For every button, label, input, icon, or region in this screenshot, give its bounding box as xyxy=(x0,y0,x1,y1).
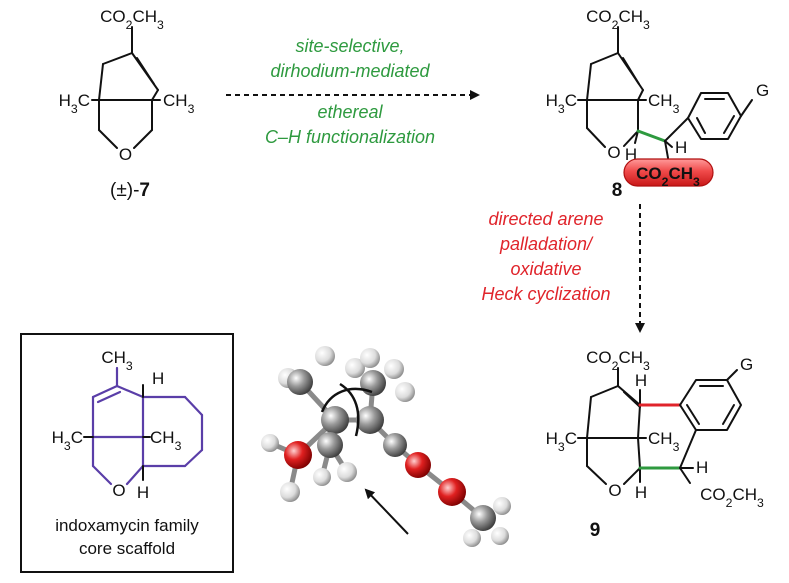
indoxamycin-h-top: H xyxy=(152,369,164,388)
hydrogen-atom xyxy=(360,348,380,368)
compound-9-ester-bottom: CO2CH3 xyxy=(700,485,764,510)
hydrogen-atom xyxy=(315,346,335,366)
compound-9-h-right: H xyxy=(696,458,708,477)
compound-9-substituent-g: G xyxy=(740,355,753,374)
hydrogen-atom xyxy=(345,358,365,378)
compound-9-h-bottom: H xyxy=(635,483,647,502)
steric-clash-arc-2 xyxy=(339,382,360,437)
ball-and-stick-model xyxy=(261,346,511,547)
ester-highlight-pill xyxy=(623,158,714,187)
hydrogen-atom xyxy=(313,468,331,486)
carbon-atom xyxy=(470,505,496,531)
compound-8-substituent-g: G xyxy=(756,81,769,100)
carbon-atom xyxy=(321,406,349,434)
reaction-arrow-1: site-selective, dirhodium-mediated ether… xyxy=(226,36,480,147)
compound-8: CO2CH3 H3C CH3 O H H CO2CH3 G 8 xyxy=(546,7,770,201)
compound-7-bonds xyxy=(91,26,161,149)
compound-7-ester: CO2CH3 xyxy=(100,7,164,32)
oxygen-atom xyxy=(438,478,466,506)
oxygen-atom xyxy=(284,441,312,469)
arrow-1-line-1: site-selective, xyxy=(295,36,404,56)
reaction-arrow-2: directed arene palladation/ oxidative He… xyxy=(481,204,645,333)
hydrogen-atom xyxy=(337,462,357,482)
carbon-atom xyxy=(287,369,313,395)
compound-8-highlighted-ester: CO2CH3 xyxy=(636,164,700,189)
compound-7-methyl-left: H3C xyxy=(59,91,90,116)
carbon-atom xyxy=(360,370,386,396)
steric-clash-arc-1 xyxy=(320,387,373,413)
model-atoms xyxy=(261,346,511,547)
hydrogen-atom xyxy=(493,497,511,515)
hydrogen-atom xyxy=(384,359,404,379)
arrow-2-line-3: oxidative xyxy=(510,259,581,279)
carbon-atom xyxy=(383,433,407,457)
carbon-atom xyxy=(317,432,343,458)
indoxamycin-methyl-left: H3C xyxy=(52,428,83,453)
hydrogen-atom xyxy=(280,482,300,502)
indoxamycin-oxygen: O xyxy=(112,481,125,500)
compound-9-h-top: H xyxy=(635,371,647,390)
indoxamycin-h-bottom: H xyxy=(137,483,149,502)
arrow-2-line-4: Heck cyclization xyxy=(481,284,610,304)
indoxamycin-caption-line-2: core scaffold xyxy=(79,539,175,558)
arrow-1-line-4: C–H functionalization xyxy=(265,127,435,147)
oxygen-atom xyxy=(405,452,431,478)
arrow-1-line-2: dirhodium-mediated xyxy=(270,61,430,81)
compound-8-oxygen: O xyxy=(607,143,620,162)
compound-8-h-benzylic: H xyxy=(675,138,687,157)
compound-8-bonds xyxy=(577,26,753,159)
indoxamycin-caption-line-1: indoxamycin family xyxy=(55,516,199,535)
hydrogen-atom xyxy=(395,382,415,402)
compound-9-label: 9 xyxy=(590,520,601,541)
compound-7-methyl-right: CH3 xyxy=(163,91,195,116)
compound-9-methyl-right: CH3 xyxy=(648,429,680,454)
indoxamycin-bonds xyxy=(83,366,204,486)
indoxamycin-methyl-right: CH3 xyxy=(150,428,182,453)
compound-8-label: 8 xyxy=(612,180,623,201)
compound-8-methyl-left: H3C xyxy=(546,91,577,116)
indoxamycin-methyl-top: CH3 xyxy=(101,348,133,373)
compound-7-oxygen: O xyxy=(119,145,132,164)
arrow-2-line-2: palladation/ xyxy=(499,234,594,254)
hydrogen-atom xyxy=(463,529,481,547)
model-pointer-arrow xyxy=(364,488,409,535)
carbon-atom xyxy=(356,406,384,434)
hydrogen-atom xyxy=(261,434,279,452)
compound-9-oxygen: O xyxy=(608,481,621,500)
indoxamycin-core-box: CH3 H H3C CH3 O H indoxamycin family cor… xyxy=(20,333,234,573)
compound-9-methyl-left: H3C xyxy=(546,429,577,454)
compound-9-ester-top: CO2CH3 xyxy=(586,348,650,373)
arrow-1-line-3: ethereal xyxy=(317,102,383,122)
compound-7: CO2CH3 H3C CH3 O (±)-7 xyxy=(59,7,195,201)
compound-7-label: (±)-7 xyxy=(110,180,150,201)
arrow-2-line-1: directed arene xyxy=(488,209,603,229)
compound-9-bonds xyxy=(577,367,742,485)
compound-9: CO2CH3 H G H3C CH3 O H H CO2CH3 9 xyxy=(546,348,764,541)
hydrogen-atom xyxy=(491,527,509,545)
compound-8-methyl-right: CH3 xyxy=(648,91,680,116)
compound-8-ester: CO2CH3 xyxy=(586,7,650,32)
